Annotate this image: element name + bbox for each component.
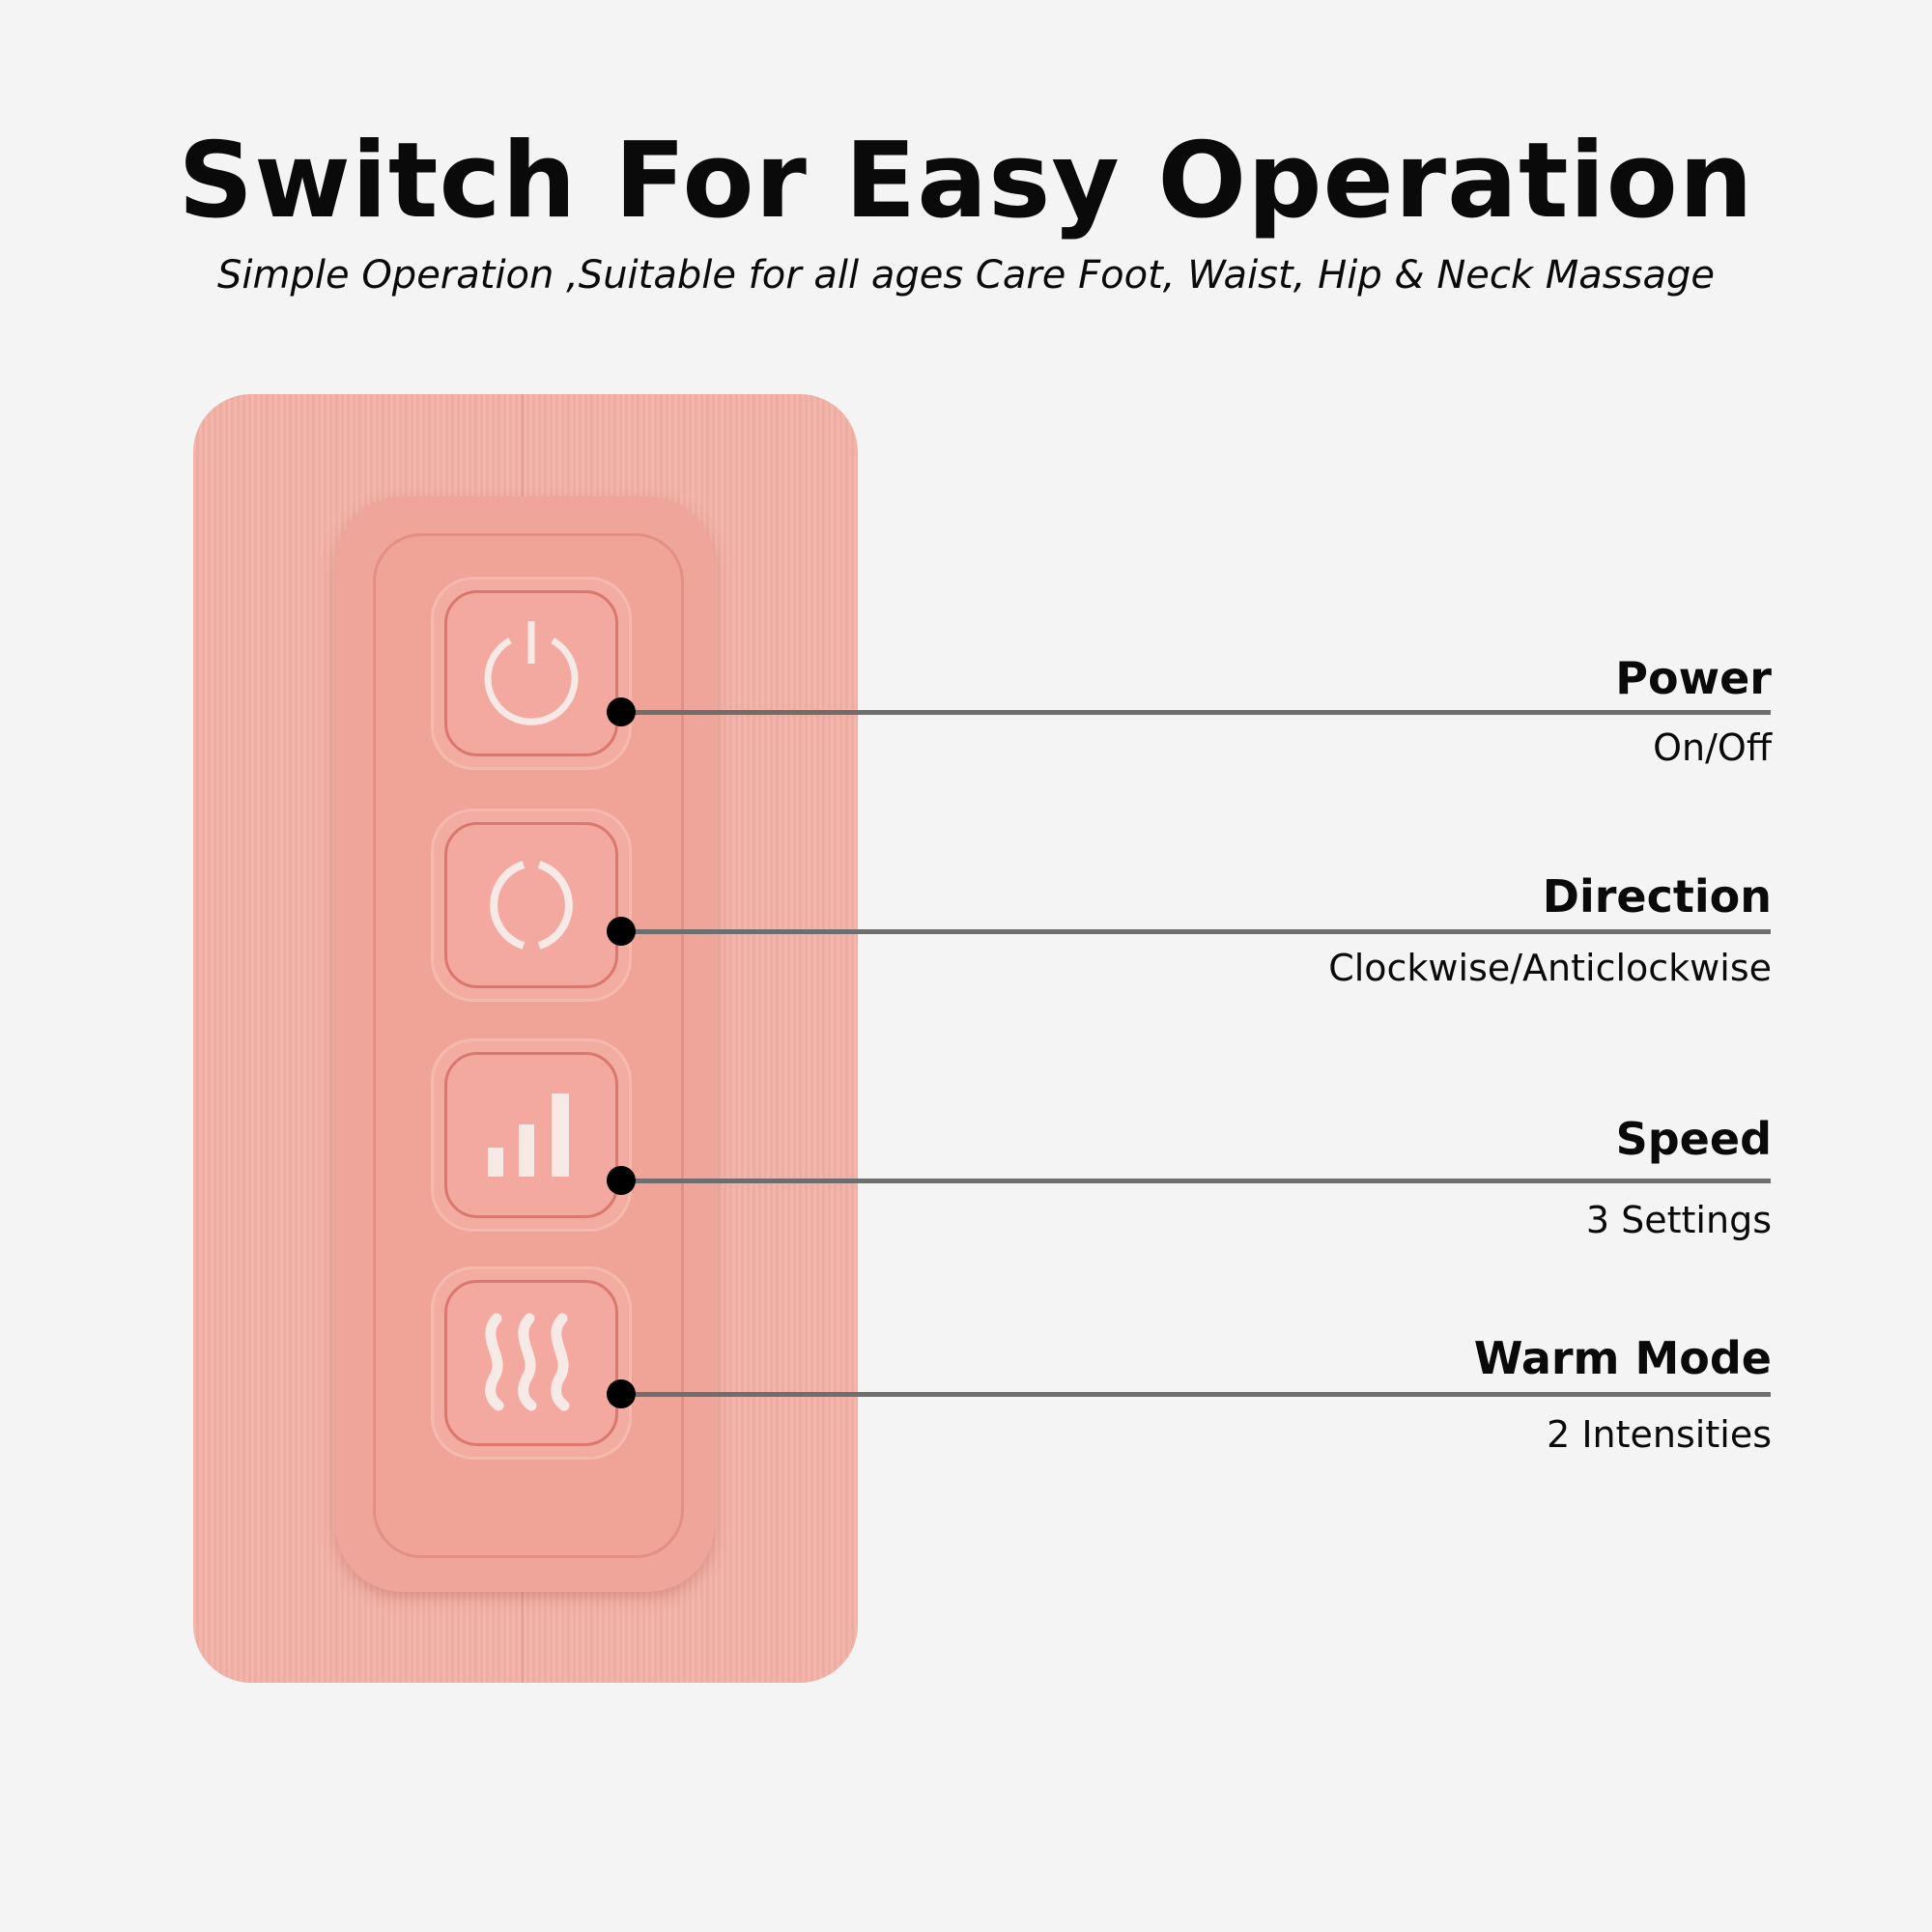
- direction-button[interactable]: [431, 809, 632, 1002]
- power-button[interactable]: [431, 577, 632, 770]
- detail-direction: Clockwise/Anticlockwise: [1328, 947, 1772, 989]
- rotate-icon: [490, 861, 573, 950]
- warm-mode-button[interactable]: [431, 1266, 632, 1460]
- detail-power: On/Off: [1653, 726, 1772, 769]
- heat-icon: [485, 1313, 570, 1411]
- callout-dot-warm-mode: [607, 1379, 636, 1408]
- page-title: Switch For Easy Operation: [178, 121, 1754, 242]
- callout-dot-speed: [607, 1166, 636, 1195]
- callout-line-direction: [621, 929, 1771, 934]
- power-icon: [484, 621, 579, 725]
- detail-warm-mode: 2 Intensities: [1547, 1413, 1772, 1456]
- speed-button[interactable]: [431, 1038, 632, 1232]
- fabric-seam: [522, 1592, 524, 1683]
- label-speed: Speed: [1615, 1113, 1772, 1165]
- control-module: [335, 497, 715, 1592]
- control-module-inner: [373, 533, 684, 1558]
- label-warm-mode: Warm Mode: [1473, 1332, 1772, 1384]
- callout-line-speed: [621, 1179, 1771, 1183]
- label-power: Power: [1615, 652, 1772, 704]
- device-panel: [193, 394, 858, 1683]
- callout-dot-direction: [607, 917, 636, 946]
- callout-line-power: [621, 710, 1771, 715]
- callout-line-warm-mode: [621, 1392, 1771, 1397]
- fabric-seam: [522, 394, 524, 497]
- detail-speed: 3 Settings: [1585, 1199, 1772, 1241]
- callout-dot-power: [607, 697, 636, 726]
- label-direction: Direction: [1542, 870, 1772, 923]
- page-subtitle: Simple Operation ,Suitable for all ages …: [217, 253, 1715, 298]
- signal-bars-icon: [488, 1094, 569, 1177]
